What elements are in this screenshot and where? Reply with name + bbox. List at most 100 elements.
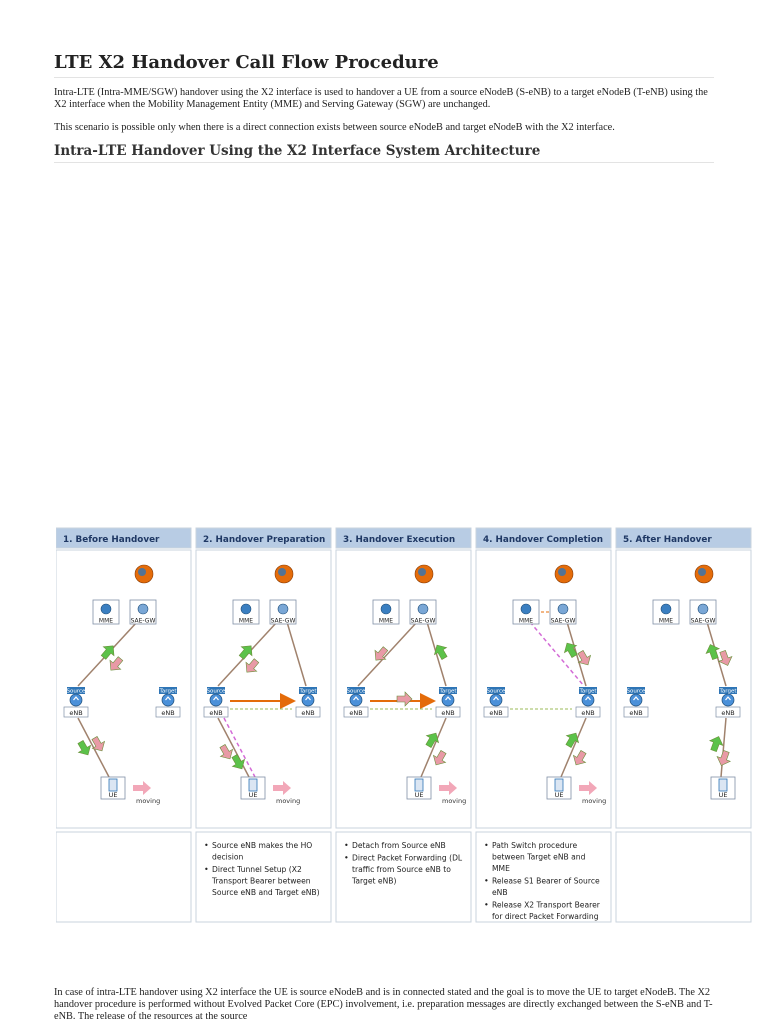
mme-node-icon [661,604,671,614]
note-line: Release S1 Bearer of Source [492,877,600,886]
source-enb-antenna-icon [490,694,502,706]
sae-gw-node-icon [418,604,428,614]
sae-gw-node-icon [558,604,568,614]
panel-title: 5. After Handover [623,535,712,545]
ue-node-phone-icon [415,779,423,791]
target-enb-antenna-icon [442,694,454,706]
mme-node: MME [653,600,679,625]
handover-panel: 3. Handover ExecutionMME SAE-GW Source eNB T… [336,528,471,922]
ue-node: UE [241,777,265,799]
ue-node: UE [547,777,571,799]
ue-node-label: UE [555,791,564,799]
note-line: Transport Bearer between [211,877,311,886]
mme-node-label: MME [379,618,393,625]
source-enb-tag: Source [487,689,507,695]
ue-node-phone-icon [555,779,563,791]
sae-gw-node: SAE-GW [550,600,576,625]
handover-panel: 1. Before HandoverMMESAE-GWSourceeNBTarg… [56,528,191,922]
target-enb-tag: Target [158,689,177,695]
target-enb-label: eNB [301,709,314,717]
note-line: Target eNB) [351,877,396,886]
ue-node-phone-icon [249,779,257,791]
internet-icon [135,565,153,583]
source-enb-tag: Source [207,689,227,695]
note-line: MME [492,864,510,873]
target-enb-antenna-icon [722,694,734,706]
panel-title: 2. Handover Preparation [203,535,325,545]
note-line: for direct Packet Forwarding [492,912,599,921]
sae-gw-node: SAE-GW [270,600,296,625]
note-line: decision [212,853,243,862]
target-enb-tag: Target [578,689,597,695]
target-enb-tag: Target [718,689,737,695]
ue-node-phone-icon [719,779,727,791]
handover-diagram: 1. Before HandoverMME SAE-GW Source eNB Targ… [56,526,756,932]
target-enb-label: eNB [721,709,734,717]
note-bullet: • [484,901,489,910]
moving-indicator-label: moving [136,797,160,805]
note-bullet: • [204,865,209,874]
mme-node-icon [241,604,251,614]
note-line: Path Switch procedure [492,841,577,850]
ue-node-label: UE [719,791,728,799]
source-enb-antenna-icon [350,694,362,706]
mme-node: MME [513,600,539,625]
sae-gw-node-label: SAE-GW [131,618,156,625]
sae-gw-node: SAE-GW [410,600,436,625]
target-enb-antenna-icon [582,694,594,706]
mme-node-icon [521,604,531,614]
mme-node-label: MME [519,618,533,625]
sae-gw-node-label: SAE-GW [411,618,436,625]
note-line: Source eNB and Target eNB) [212,888,320,897]
sae-gw-node-label: SAE-GW [551,618,576,625]
sae-gw-node-icon [698,604,708,614]
handover-panel: 4. Handover CompletionMME SAE-GW Source eNB… [476,528,611,922]
note-line: Direct Tunnel Setup (X2 [212,865,302,874]
internet-icon [275,565,293,583]
sae-gw-node-label: SAE-GW [271,618,296,625]
page-title: LTE X2 Handover Call Flow Procedure [54,52,714,78]
sae-gw-node-icon [278,604,288,614]
ue-node-label: UE [415,791,424,799]
panel-title: 1. Before Handover [63,535,160,545]
note-line: Release X2 Transport Bearer [492,901,601,910]
mme-node-label: MME [239,618,253,625]
mme-node-label: MME [99,618,113,625]
target-enb-label: eNB [441,709,454,717]
handover-panel: 2. Handover PreparationMME SAE-GW Source eN… [196,528,331,922]
internet-icon [415,565,433,583]
ue-node-phone-icon [109,779,117,791]
ue-node-label: UE [109,791,118,799]
panel-title: 4. Handover Completion [483,535,603,545]
panel-notes [616,832,751,922]
intro-paragraph: Intra-LTE (Intra-MME/SGW) handover using… [54,87,714,111]
bottom-paragraph: In case of intra-LTE handover using X2 i… [54,987,714,1023]
moving-indicator-label: moving [276,797,300,805]
note-bullet: • [484,841,489,850]
source-enb-antenna-icon [630,694,642,706]
mme-node-label: MME [659,618,673,625]
panel-notes [56,832,191,922]
target-enb-tag: Target [438,689,457,695]
ue-node: UE [711,777,735,799]
source-enb-label: eNB [629,709,642,717]
sae-gw-node-icon [138,604,148,614]
target-enb-antenna-icon [302,694,314,706]
ue-node-label: UE [249,791,258,799]
mme-node: MME [373,600,399,625]
source-enb-antenna-icon [70,694,82,706]
scenario-paragraph: This scenario is possible only when ther… [54,122,714,134]
target-enb-label: eNB [581,709,594,717]
section-heading: Intra-LTE Handover Using the X2 Interfac… [54,143,714,163]
source-enb-label: eNB [349,709,362,717]
ue-node: UE [101,777,125,799]
source-enb-tag: Source [347,689,367,695]
source-enb-label: eNB [209,709,222,717]
ue-node: UE [407,777,431,799]
mme-node: MME [233,600,259,625]
panel-title: 3. Handover Execution [343,535,455,545]
note-line: Source eNB makes the HO [212,841,312,850]
note-line: traffic from Source eNB to [352,865,451,874]
note-bullet: • [484,877,489,886]
